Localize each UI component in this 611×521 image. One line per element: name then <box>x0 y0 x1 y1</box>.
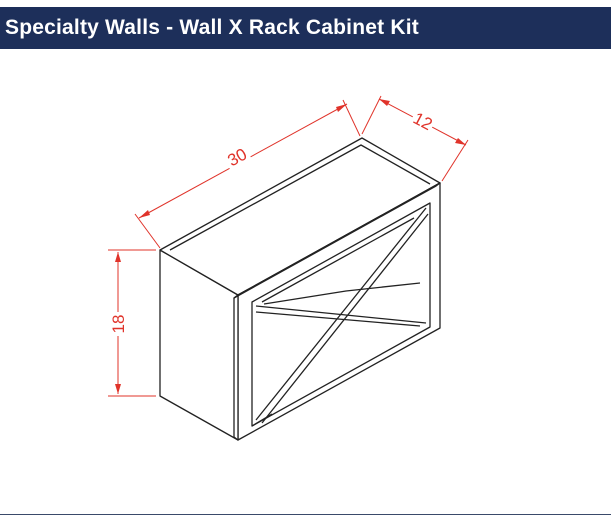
x-rack-shelf-edge <box>263 282 421 305</box>
cabinet-outline <box>159 137 441 441</box>
dimension-height-arrow-top <box>115 252 121 262</box>
x-rack-diagonal-1b <box>255 311 421 327</box>
dimension-width-ext-right <box>342 99 361 137</box>
cabinet-drawing: 30 12 18 <box>108 95 469 441</box>
dimension-depth-label: 12 <box>410 109 436 135</box>
dimension-depth-arrow-left <box>379 99 390 106</box>
cabinet-interior-back-edge <box>261 217 415 303</box>
dimension-width-arrow-right <box>336 104 347 112</box>
dimension-depth-arrow-right <box>455 138 466 145</box>
title-bar: Specialty Walls - Wall X Rack Cabinet Ki… <box>0 7 611 49</box>
cabinet-front-frame-edge <box>233 294 239 441</box>
x-rack-diagonal-2 <box>255 207 427 421</box>
dimension-width-arrow-left <box>139 210 150 218</box>
dimension-depth-ext-right <box>441 139 469 182</box>
x-rack-diagonal-2b <box>261 213 429 424</box>
dimension-height-arrow-bottom <box>115 384 121 394</box>
bottom-divider <box>0 514 611 515</box>
page-title: Specialty Walls - Wall X Rack Cabinet Ki… <box>5 16 419 39</box>
cabinet-interior-bottom-edge <box>251 413 273 427</box>
cabinet-top-inner-edge <box>169 144 431 251</box>
dimension-width-label: 30 <box>224 145 250 171</box>
dimension-height-label: 18 <box>109 315 128 334</box>
cabinet-front-frame-top-edge <box>233 182 441 299</box>
dimension-depth-ext-left <box>361 95 382 135</box>
dimension-width-ext-left <box>134 213 161 249</box>
